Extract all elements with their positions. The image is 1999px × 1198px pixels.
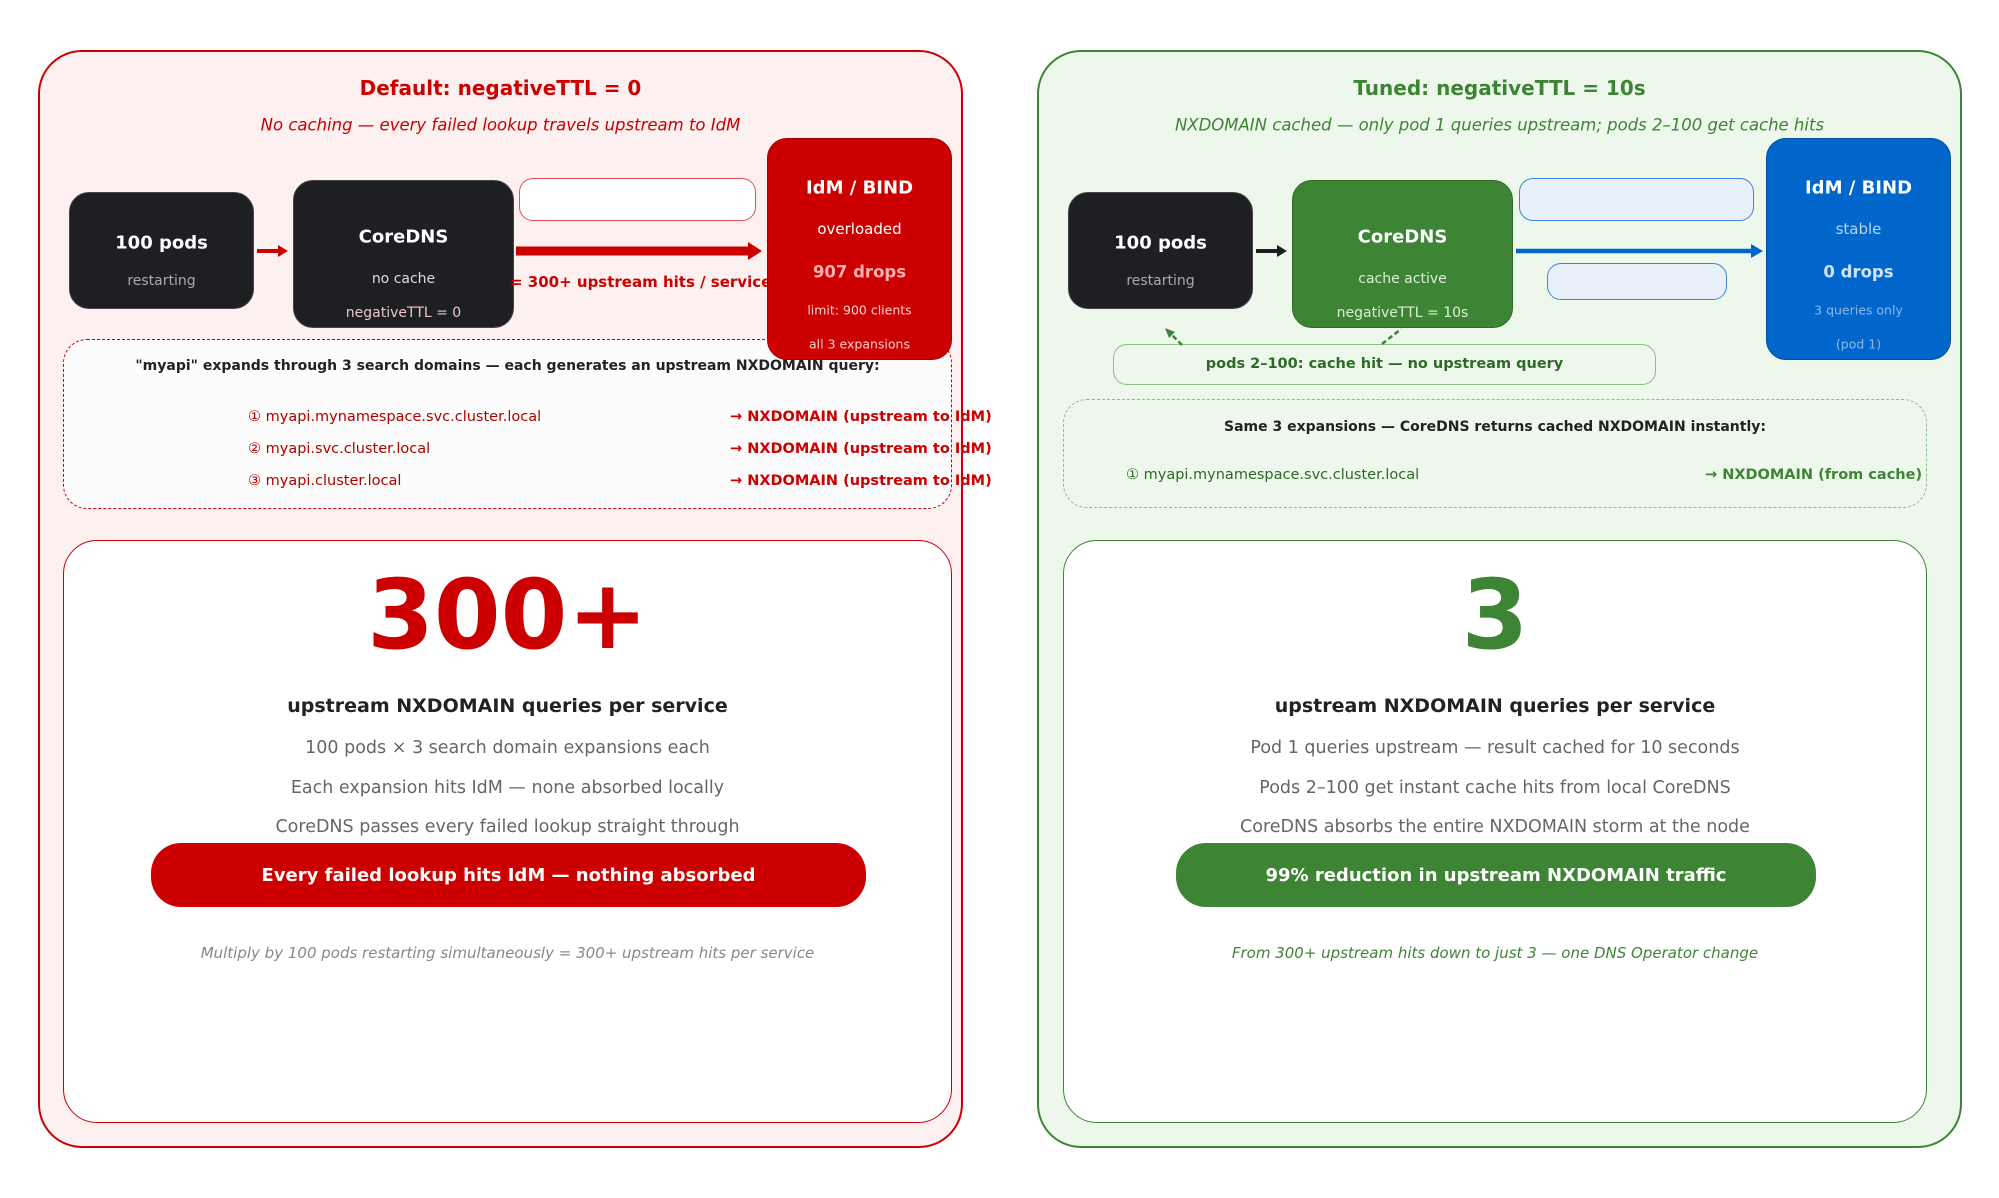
arrow-label-box bbox=[1547, 263, 1727, 300]
idm-drops: 0 drops bbox=[1823, 262, 1894, 282]
idm-limit: 3 queries only bbox=[1814, 302, 1903, 318]
cache-hit-box: pods 2–100: cache hit — no upstream quer… bbox=[1113, 344, 1656, 385]
idm-note: all 3 expansions bbox=[809, 336, 910, 352]
arrow-pods-to-coredns bbox=[1256, 245, 1287, 257]
idm-status: overloaded bbox=[817, 220, 902, 238]
summary-card: 300+ upstream NXDOMAIN queries per servi… bbox=[63, 540, 952, 1123]
coredns-line1: no cache bbox=[371, 271, 436, 287]
expansions-box: "myapi" expands through 3 search domains… bbox=[63, 339, 952, 509]
summary-line: Pods 2–100 get instant cache hits from l… bbox=[1259, 778, 1731, 798]
panel-title: Tuned: negativeTTL = 10s bbox=[1353, 76, 1646, 100]
tuned-config-panel: Tuned: negativeTTL = 10s NXDOMAIN cached… bbox=[1037, 50, 1962, 1148]
idm-node: IdM / BIND overloaded 907 drops limit: 9… bbox=[767, 138, 952, 360]
summary-footer: From 300+ upstream hits down to just 3 —… bbox=[1231, 944, 1759, 962]
summary-pill: 99% reduction in upstream NXDOMAIN traff… bbox=[1176, 843, 1816, 907]
coredns-title: CoreDNS bbox=[1357, 226, 1448, 248]
summary-card: 3 upstream NXDOMAIN queries per service … bbox=[1063, 540, 1927, 1123]
idm-status: stable bbox=[1835, 220, 1882, 238]
arrow-pods-to-coredns bbox=[257, 245, 288, 257]
cache-link-line bbox=[1381, 328, 1402, 345]
idm-limit: limit: 900 clients bbox=[807, 302, 912, 318]
flow-arrows bbox=[257, 242, 762, 260]
expansions-header: Same 3 expansions — CoreDNS returns cach… bbox=[1223, 419, 1766, 435]
expansion-result: → NXDOMAIN (upstream to IdM) bbox=[730, 441, 992, 457]
summary-number: 300+ bbox=[367, 559, 648, 671]
summary-line: CoreDNS passes every failed lookup strai… bbox=[275, 817, 740, 837]
arrow-coredns-to-idm bbox=[1516, 244, 1763, 258]
panel-subtitle: NXDOMAIN cached — only pod 1 queries ups… bbox=[1174, 115, 1825, 135]
idm-node: IdM / BIND stable 0 drops 3 queries only… bbox=[1766, 138, 1951, 360]
arrow-label-box bbox=[519, 178, 756, 221]
summary-line: 100 pods × 3 search domain expansions ea… bbox=[305, 738, 710, 758]
coredns-node: CoreDNS cache active negativeTTL = 10s bbox=[1292, 180, 1513, 328]
expansion-name: ① myapi.mynamespace.svc.cluster.local bbox=[1126, 467, 1420, 483]
coredns-title: CoreDNS bbox=[358, 226, 449, 248]
pods-status: restarting bbox=[1126, 273, 1195, 289]
cache-hit-label: pods 2–100: cache hit — no upstream quer… bbox=[1205, 356, 1564, 372]
summary-label: upstream NXDOMAIN queries per service bbox=[1274, 695, 1716, 717]
expansions-box: Same 3 expansions — CoreDNS returns cach… bbox=[1063, 399, 1927, 508]
expansion-result: → NXDOMAIN (upstream to IdM) bbox=[730, 473, 992, 489]
pods-node: 100 pods restarting bbox=[69, 192, 254, 309]
default-config-panel: Default: negativeTTL = 0 No caching — ev… bbox=[38, 50, 992, 1148]
summary-pill: Every failed lookup hits IdM — nothing a… bbox=[151, 843, 866, 907]
idm-note: (pod 1) bbox=[1835, 336, 1882, 352]
summary-line: Pod 1 queries upstream — result cached f… bbox=[1250, 738, 1740, 758]
arrow-coredns-to-idm bbox=[516, 242, 762, 260]
flow-arrows bbox=[1165, 244, 1763, 346]
coredns-line2: negativeTTL = 10s bbox=[1336, 305, 1469, 321]
expansion-name: ① myapi.mynamespace.svc.cluster.local bbox=[248, 409, 542, 425]
coredns-node: CoreDNS no cache negativeTTL = 0 bbox=[293, 180, 514, 328]
summary-line: CoreDNS absorbs the entire NXDOMAIN stor… bbox=[1240, 817, 1750, 837]
summary-number: 3 bbox=[1461, 559, 1529, 671]
summary-label: upstream NXDOMAIN queries per service bbox=[287, 695, 728, 717]
panel-title: Default: negativeTTL = 0 bbox=[359, 76, 642, 100]
pods-status: restarting bbox=[127, 273, 196, 289]
panel-subtitle: No caching — every failed lookup travels… bbox=[260, 115, 741, 135]
expansion-result: → NXDOMAIN (from cache) bbox=[1705, 467, 1923, 483]
pods-title: 100 pods bbox=[115, 232, 208, 254]
expansion-result: → NXDOMAIN (upstream to IdM) bbox=[730, 409, 992, 425]
coredns-line2: negativeTTL = 0 bbox=[345, 305, 462, 321]
expansions-header: "myapi" expands through 3 search domains… bbox=[135, 358, 880, 374]
expansion-name: ② myapi.svc.cluster.local bbox=[248, 441, 431, 457]
pods-node: 100 pods restarting bbox=[1068, 192, 1253, 309]
summary-footer: Multiply by 100 pods restarting simultan… bbox=[200, 944, 815, 962]
arrow-label-box bbox=[1519, 178, 1754, 221]
cache-return-arrow bbox=[1165, 328, 1183, 346]
expansion-name: ③ myapi.cluster.local bbox=[248, 473, 402, 489]
summary-line: Each expansion hits IdM — none absorbed … bbox=[290, 778, 725, 798]
idm-title: IdM / BIND bbox=[1804, 177, 1913, 199]
idm-title: IdM / BIND bbox=[805, 177, 914, 199]
pods-title: 100 pods bbox=[1114, 232, 1207, 254]
idm-drops: 907 drops bbox=[812, 262, 907, 282]
coredns-line1: cache active bbox=[1358, 271, 1447, 287]
upstream-hits-label: = 300+ upstream hits / service bbox=[510, 273, 772, 291]
